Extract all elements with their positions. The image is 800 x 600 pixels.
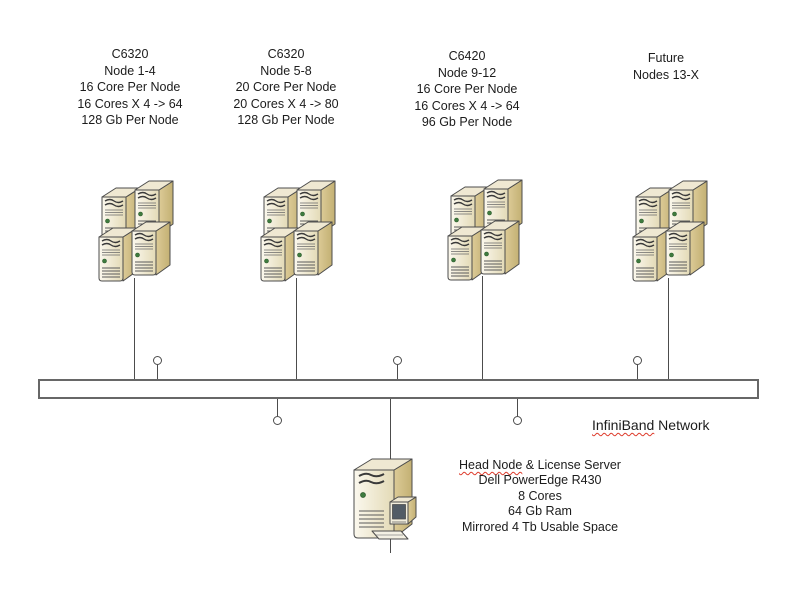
cluster-2-label: C6320 Node 5-8 20 Core Per Node 20 Cores… — [201, 46, 371, 129]
head-node-spec-line: Mirrored 4 Tb Usable Space — [461, 519, 619, 534]
server-with-workstation-icon — [353, 458, 417, 540]
connector-line-cluster-4 — [668, 278, 669, 379]
cluster-label-line: 16 Core Per Node — [416, 82, 518, 96]
cluster-label-line: C6420 — [448, 49, 486, 63]
connector-line-cluster-2 — [296, 278, 297, 379]
infiniband-network-label: InfiniBand Network — [592, 417, 710, 433]
head-node-title: Head Node & License Server — [455, 458, 625, 473]
stub-port-circle — [513, 416, 522, 425]
stub-stem — [637, 365, 638, 379]
cluster-label-line: 96 Gb Per Node — [421, 115, 513, 129]
cluster-label-line: 16 Cores X 4 -> 64 — [77, 96, 183, 111]
cluster-label-line: 20 Cores X 4 -> 80 — [233, 96, 339, 111]
network-label-flagged-word: InfiniBand — [592, 417, 655, 433]
cluster-label-line: 16 Cores X 4 -> 64 — [414, 98, 520, 113]
connector-line-cluster-1 — [134, 278, 135, 379]
cluster-label-line: Node 5-8 — [260, 63, 312, 78]
connector-line-cluster-3 — [482, 276, 483, 379]
head-node-spec-line: Dell PowerEdge R430 — [478, 473, 602, 488]
stub-stem — [277, 399, 278, 416]
server-cluster-icon — [630, 177, 722, 283]
cluster-label-line: Future — [647, 51, 685, 65]
cluster-label-line: Nodes 13-X — [632, 67, 699, 82]
server-cluster-icon — [96, 177, 188, 283]
server-cluster-icon — [258, 177, 350, 283]
cluster-1-label: C6320 Node 1-4 16 Core Per Node 16 Cores… — [45, 46, 215, 129]
cluster-label-line: C6320 — [267, 47, 305, 61]
cluster-label-line: 16 Core Per Node — [79, 80, 181, 94]
cluster-label-line: 20 Core Per Node — [235, 80, 337, 94]
tower-front — [353, 469, 395, 539]
monitor-screen — [392, 504, 406, 520]
stub-port-circle — [633, 356, 642, 365]
stub-port-circle — [273, 416, 282, 425]
cluster-label-line: 128 Gb Per Node — [237, 113, 335, 127]
cluster-3-label: C6420 Node 9-12 16 Core Per Node 16 Core… — [382, 48, 552, 131]
network-label-rest: Network — [654, 417, 710, 433]
head-node-title-rest: & License Server — [522, 458, 621, 472]
stub-port-circle — [153, 356, 162, 365]
cluster-label-line: C6320 — [111, 47, 149, 61]
head-node-spec-line: 8 Cores — [518, 488, 562, 503]
head-node-title-flagged: Head Node — [459, 458, 523, 472]
stub-stem — [517, 399, 518, 416]
cluster-label-line: Node 9-12 — [437, 65, 497, 80]
stub-stem — [397, 365, 398, 379]
stub-stem — [157, 365, 158, 379]
head-node-label: Head Node & License Server Dell PowerEdg… — [455, 458, 625, 535]
head-node-spec-line: 64 Gb Ram — [508, 504, 572, 519]
server-cluster-icon — [445, 176, 537, 282]
cluster-4-label: Future Nodes 13-X — [581, 50, 751, 83]
power-led — [360, 492, 366, 498]
cluster-label-line: 128 Gb Per Node — [81, 113, 179, 127]
infiniband-bus-bar — [38, 379, 759, 399]
cluster-label-line: Node 1-4 — [104, 63, 156, 78]
stub-port-circle — [393, 356, 402, 365]
